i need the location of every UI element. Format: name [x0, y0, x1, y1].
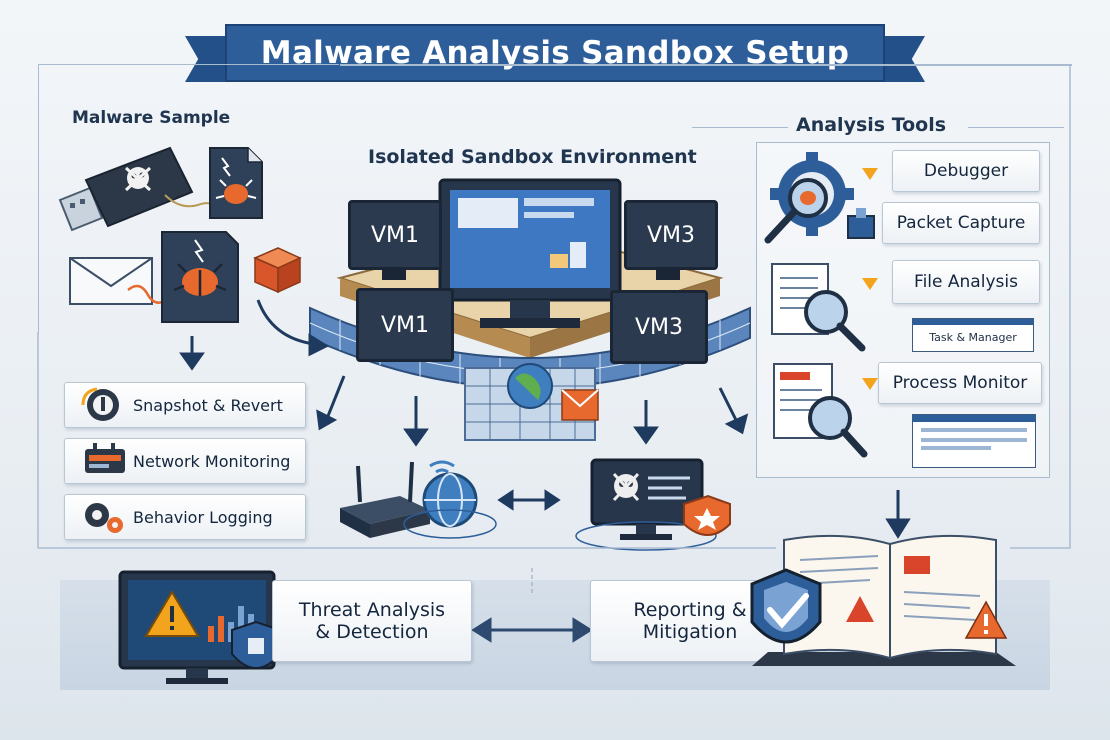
tool-debugger-label: Debugger — [923, 161, 1009, 181]
window-titlebar — [913, 415, 1035, 422]
arrow-down-icon — [633, 400, 659, 445]
threat-analysis-line2: & Detection — [315, 621, 429, 643]
tool-file-analysis[interactable]: File Analysis — [892, 260, 1040, 304]
arrow-down-icon — [885, 490, 911, 539]
feature-network-monitoring[interactable]: Network Monitoring — [64, 438, 306, 484]
analysis-tools-label: Analysis Tools — [796, 114, 947, 136]
tools-label-rule-right — [968, 127, 1064, 128]
infected-document-icon — [209, 147, 263, 219]
check-arrow-icon — [862, 278, 878, 290]
tool-process-monitor-label: Process Monitor — [892, 373, 1028, 393]
window-titlebar — [913, 319, 1033, 325]
tools-label-rule-left — [692, 127, 788, 128]
process-window — [912, 414, 1036, 468]
globe-icon — [403, 472, 497, 539]
reporting-line2: Mitigation — [642, 621, 738, 643]
tool-packet-capture[interactable]: Packet Capture — [882, 202, 1040, 244]
infected-monitor-icon — [575, 458, 717, 551]
arrow-down-icon — [316, 375, 346, 431]
check-arrow-icon — [862, 378, 878, 390]
threat-analysis-line1: Threat Analysis — [298, 599, 446, 621]
vm-label: VM1 — [370, 222, 420, 248]
arrow-down-icon — [179, 336, 205, 371]
task-manager-window: Task & Manager — [912, 318, 1034, 352]
check-arrow-icon — [862, 168, 878, 180]
bidirectional-arrow-icon — [471, 617, 593, 643]
reporting-line1: Reporting & — [633, 599, 747, 621]
arrow-down-icon — [718, 387, 749, 435]
vm-monitor-top-left: VM1 — [348, 200, 442, 270]
arrow-down-icon — [403, 396, 429, 447]
feature-behavior-logging-label: Behavior Logging — [133, 507, 273, 527]
sandbox-label: Isolated Sandbox Environment — [368, 146, 697, 168]
wifi-signal-icon — [429, 460, 455, 474]
feature-snapshot-revert[interactable]: Snapshot & Revert — [64, 382, 306, 428]
router-icon — [340, 461, 430, 538]
feature-snapshot-revert-label: Snapshot & Revert — [133, 395, 283, 415]
vm-label: VM1 — [380, 312, 430, 338]
arrow-curve-icon — [256, 299, 330, 357]
malware-sample-icons — [58, 146, 302, 323]
tool-packet-capture-label: Packet Capture — [896, 213, 1026, 233]
vm-monitor-bottom-left: VM1 — [356, 288, 454, 362]
malware-sample-frame — [38, 64, 339, 333]
snapshot-revert-icon — [81, 387, 119, 421]
vm-monitor-bottom-right: VM3 — [610, 290, 708, 364]
shield-check-icon — [750, 568, 822, 644]
feature-behavior-logging[interactable]: Behavior Logging — [64, 494, 306, 540]
mail-alert-icon — [904, 556, 930, 574]
tool-file-analysis-label: File Analysis — [914, 272, 1018, 292]
task-manager-label: Task & Manager — [929, 331, 1017, 344]
sandbox-frame-top — [340, 64, 1072, 66]
feature-network-monitoring-label: Network Monitoring — [133, 451, 291, 471]
tool-icons — [764, 152, 878, 458]
main-monitor-icon — [438, 178, 622, 328]
vm-stand — [656, 268, 680, 280]
network-monitoring-icon — [85, 443, 125, 473]
process-magnifier-icon — [773, 363, 868, 458]
gears-icon — [85, 503, 123, 533]
vm-label: VM3 — [646, 222, 696, 248]
magnifier-bug-icon — [764, 178, 828, 244]
vm-monitor-top-right: VM3 — [624, 200, 718, 270]
threat-analysis-box: Threat Analysis & Detection — [272, 580, 472, 662]
report-book — [750, 534, 1016, 666]
payload-cube-icon — [253, 247, 302, 294]
threat-monitor — [118, 570, 281, 684]
malware-sample-label: Malware Sample — [72, 108, 231, 128]
document-magnifier-icon — [771, 263, 866, 352]
malicious-file-icon — [161, 231, 239, 323]
vm-label: VM3 — [634, 314, 684, 340]
warning-icon — [846, 596, 874, 622]
tool-debugger[interactable]: Debugger — [892, 150, 1040, 192]
tool-process-monitor[interactable]: Process Monitor — [878, 362, 1042, 404]
network-devices — [340, 458, 731, 551]
bidirectional-arrow-icon — [497, 489, 561, 511]
network-node-icon — [847, 208, 875, 239]
security-badge-icon — [683, 494, 731, 536]
email-envelope-icon — [69, 257, 163, 305]
vm-stand — [382, 268, 406, 280]
